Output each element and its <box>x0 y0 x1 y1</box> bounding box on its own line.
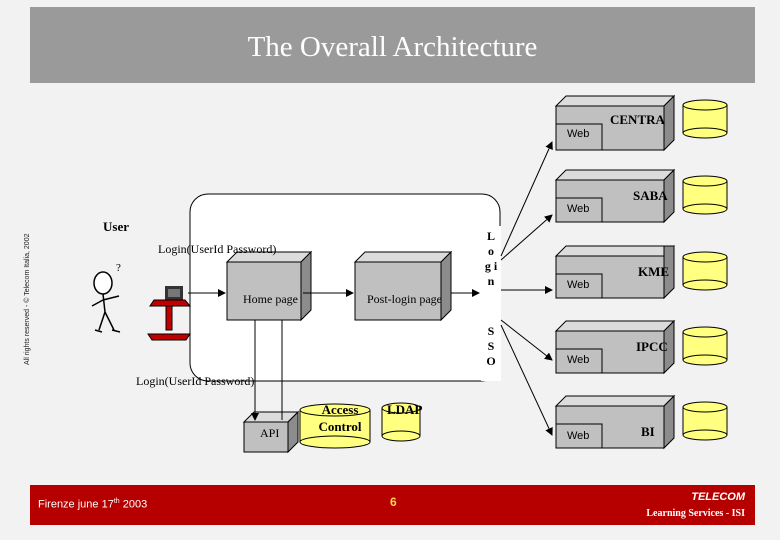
footer-location-date: Firenze june 17th 2003 <box>38 498 148 511</box>
page-number: 6 <box>390 495 397 509</box>
login-credentials-top: Login(UserId Password) <box>158 242 277 256</box>
system-label-bi: BI <box>641 424 655 439</box>
login-credentials-bottom: Login(UserId Password) <box>136 374 255 388</box>
sso-vertical-label: S S O <box>486 324 496 368</box>
title-banner: The Overall Architecture <box>30 7 755 83</box>
footer-bar: Firenze june 17th 2003 6 TELECOM Learnin… <box>30 485 755 525</box>
question-mark: ? <box>116 262 121 274</box>
web-label-centra: Web <box>567 128 590 140</box>
connectors <box>188 141 553 436</box>
access-control-cylinder <box>299 403 371 449</box>
post-login-page-box <box>353 250 453 322</box>
web-label-saba: Web <box>567 203 590 215</box>
system-label-centra: CENTRA <box>610 112 665 127</box>
login-vertical-label: L o g i n <box>484 229 498 288</box>
system-centra <box>554 94 728 152</box>
system-label-saba: SABA <box>633 188 668 203</box>
user-label: User <box>103 219 129 234</box>
web-label-bi: Web <box>567 430 590 442</box>
logo-subtitle: Learning Services - ISI <box>646 508 745 519</box>
user-figure-icon <box>91 271 121 333</box>
page-title: The Overall Architecture <box>247 31 538 63</box>
ldap-cylinder <box>381 402 421 442</box>
login-sso-bar <box>481 226 501 381</box>
api-label: API <box>260 426 280 440</box>
web-label-kme: Web <box>567 279 590 291</box>
system-ipcc <box>554 319 728 375</box>
post-login-page-label: Post-login page <box>367 292 442 306</box>
access-control-label: Access Control <box>318 402 362 434</box>
web-label-ipcc: Web <box>567 354 590 366</box>
system-label-ipcc: IPCC <box>636 339 668 354</box>
system-kme <box>554 245 728 300</box>
home-page-box <box>225 250 313 322</box>
system-bi <box>554 394 728 450</box>
workstation-icon <box>147 286 192 341</box>
system-label-kme: KME <box>638 264 670 279</box>
telecom-logo: TELECOM Learning Services - ISI <box>645 489 745 521</box>
home-page-label: Home page <box>243 292 298 306</box>
ldap-label: LDAP <box>387 402 423 417</box>
system-saba <box>554 168 728 224</box>
logo-title: TELECOM <box>691 491 745 503</box>
